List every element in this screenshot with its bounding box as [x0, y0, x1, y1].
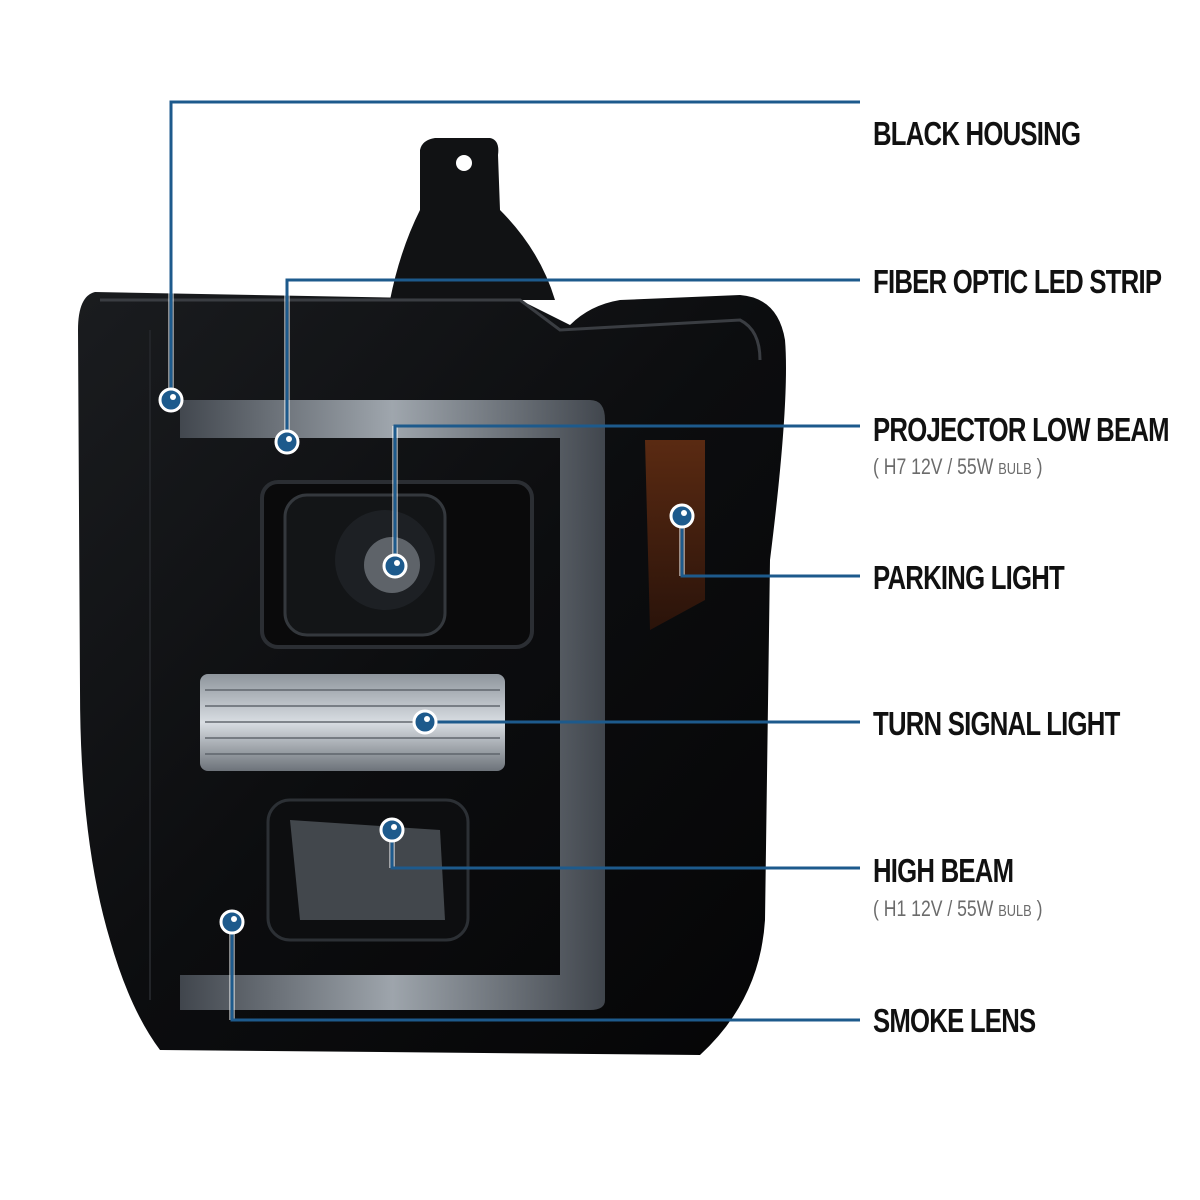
leader-fiber-optic [285, 278, 860, 442]
mounting-tab [390, 138, 555, 300]
parking-light-lens [645, 440, 705, 630]
callout-label-black-housing: BLACK HOUSING [873, 115, 1081, 152]
paren-close: ) [1036, 454, 1043, 479]
paren-open: ( [873, 454, 879, 479]
callout-label-projector-low-beam: PROJECTOR LOW BEAM [873, 411, 1170, 448]
leader-projector [393, 424, 860, 566]
callout-sub-high-beam: ( H1 12V / 55W BULB ) [873, 897, 1042, 924]
leader-smoke-lens [230, 922, 860, 1022]
leader-parking [680, 516, 860, 578]
bulb-type: H1 [883, 896, 907, 921]
callout-label-fiber-optic-led-strip: FIBER OPTIC LED STRIP [873, 263, 1162, 300]
callout-dots [158, 387, 695, 935]
callout-label-high-beam: HIGH BEAM [873, 852, 1014, 889]
callout-sub-projector-low-beam: ( H7 12V / 55W BULB ) [873, 455, 1042, 482]
paren-close: ) [1036, 896, 1043, 921]
bulb-spec: 12V / 55W [911, 896, 994, 921]
bulb-unit: BULB [998, 903, 1032, 920]
bulb-unit: BULB [998, 461, 1032, 478]
black-housing [78, 292, 786, 1055]
callout-label-smoke-lens: SMOKE LENS [873, 1002, 1036, 1039]
paren-open: ( [873, 896, 879, 921]
leader-black-housing [169, 100, 860, 400]
bulb-spec: 12V / 55W [911, 454, 994, 479]
bulb-type: H7 [883, 454, 907, 479]
callout-label-turn-signal-light: TURN SIGNAL LIGHT [873, 705, 1120, 742]
leader-high-beam [390, 830, 860, 870]
callout-label-parking-light: PARKING LIGHT [873, 559, 1065, 596]
fiber-optic-led-strip [180, 400, 605, 1010]
